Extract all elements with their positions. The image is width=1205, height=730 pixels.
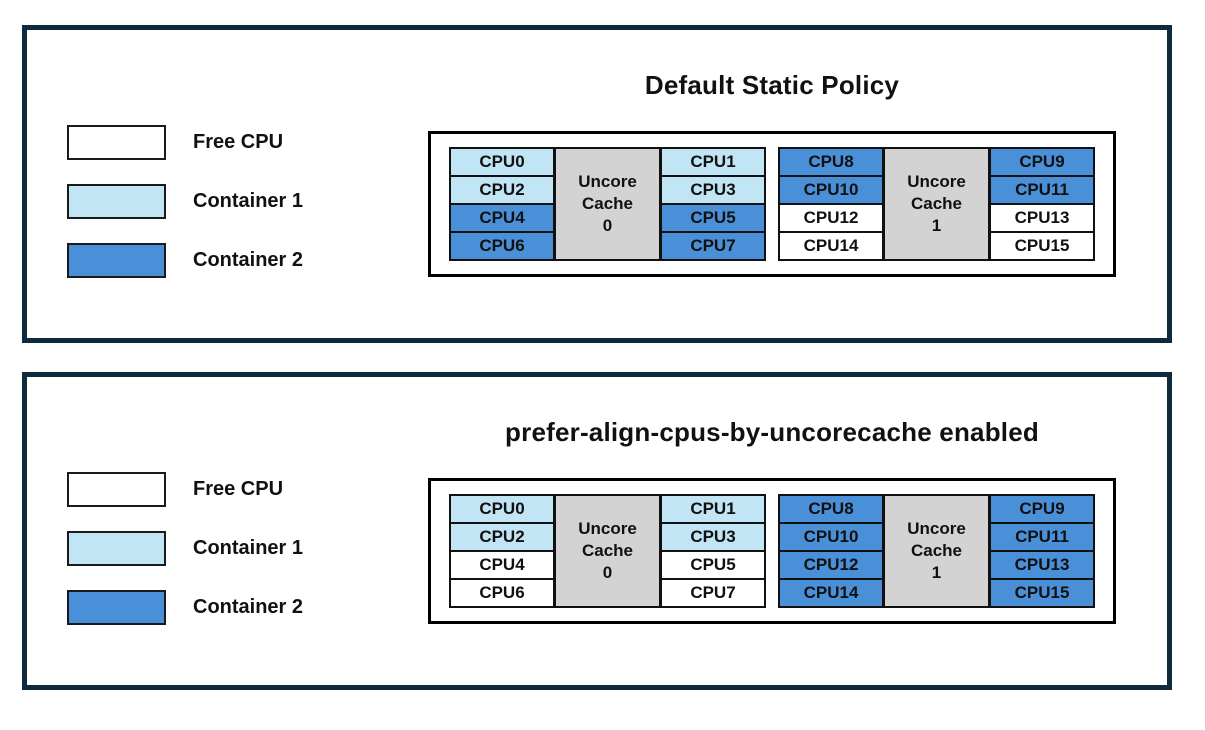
- cpu-column-right: CPU9 CPU11 CPU13 CPU15: [989, 494, 1095, 608]
- uncore-cache-0-box: Uncore Cache 0: [554, 147, 661, 261]
- cpu-topology-diagram: CPU0 CPU2 CPU4 CPU6 Uncore Cache 0 CPU1 …: [428, 131, 1116, 277]
- legend-label: Container 1: [193, 537, 304, 559]
- cpu-cell: CPU4: [449, 203, 555, 233]
- cpu-cell: CPU0: [449, 494, 555, 524]
- cpu-cell: CPU15: [989, 578, 1095, 608]
- legend-swatch-container1: [67, 184, 166, 219]
- legend-swatch-container2: [67, 590, 166, 625]
- cpu-cell: CPU6: [449, 578, 555, 608]
- cpu-cell: CPU7: [660, 231, 766, 261]
- cpu-column-right: CPU1 CPU3 CPU5 CPU7: [660, 147, 766, 261]
- cpu-column-right: CPU9 CPU11 CPU13 CPU15: [989, 147, 1095, 261]
- legend-label: Free CPU: [193, 131, 284, 153]
- legend-item-container1: Container 1: [67, 184, 303, 219]
- cpu-cell: CPU13: [989, 203, 1095, 233]
- cpu-cell: CPU7: [660, 578, 766, 608]
- legend-item-free-cpu: Free CPU: [67, 472, 303, 507]
- cpu-cell: CPU4: [449, 550, 555, 580]
- cpu-cell: CPU2: [449, 175, 555, 205]
- uncore-group-1: CPU8 CPU10 CPU12 CPU14 Uncore Cache 1 CP…: [778, 147, 1095, 261]
- cpu-cell: CPU9: [989, 494, 1095, 524]
- cpu-column-left: CPU8 CPU10 CPU12 CPU14: [778, 147, 884, 261]
- panel-default-static-policy: Default Static Policy Free CPU Container…: [22, 25, 1172, 343]
- panel-prefer-align-uncorecache: prefer-align-cpus-by-uncorecache enabled…: [22, 372, 1172, 690]
- legend-swatch-container2: [67, 243, 166, 278]
- cpu-cell: CPU14: [778, 231, 884, 261]
- panel-title: prefer-align-cpus-by-uncorecache enabled: [505, 417, 1039, 447]
- cpu-cell: CPU5: [660, 550, 766, 580]
- legend-swatch-free: [67, 125, 166, 160]
- legend-item-container1: Container 1: [67, 531, 303, 566]
- cpu-cell: CPU2: [449, 522, 555, 552]
- legend-label: Free CPU: [193, 478, 284, 500]
- cpu-cell: CPU1: [660, 147, 766, 177]
- uncore-group-1: CPU8 CPU10 CPU12 CPU14 Uncore Cache 1 CP…: [778, 494, 1095, 608]
- cpu-cell: CPU1: [660, 494, 766, 524]
- cpu-cell: CPU14: [778, 578, 884, 608]
- cpu-cell: CPU8: [778, 494, 884, 524]
- cpu-column-left: CPU0 CPU2 CPU4 CPU6: [449, 494, 555, 608]
- cpu-cell: CPU15: [989, 231, 1095, 261]
- legend-item-free-cpu: Free CPU: [67, 125, 303, 160]
- legend-label: Container 2: [193, 596, 304, 618]
- cpu-cell: CPU12: [778, 203, 884, 233]
- cpu-cell: CPU9: [989, 147, 1095, 177]
- cpu-cell: CPU8: [778, 147, 884, 177]
- cpu-cell: CPU10: [778, 175, 884, 205]
- panel-title: Default Static Policy: [644, 70, 900, 100]
- legend-label: Container 1: [193, 190, 304, 212]
- cpu-cell: CPU3: [660, 522, 766, 552]
- uncore-group-0: CPU0 CPU2 CPU4 CPU6 Uncore Cache 0 CPU1 …: [449, 147, 766, 261]
- cpu-cell: CPU3: [660, 175, 766, 205]
- legend: Free CPU Container 1 Container 2: [67, 125, 303, 302]
- cpu-column-left: CPU8 CPU10 CPU12 CPU14: [778, 494, 884, 608]
- cpu-cell: CPU10: [778, 522, 884, 552]
- cpu-cell: CPU5: [660, 203, 766, 233]
- cpu-cell: CPU0: [449, 147, 555, 177]
- cpu-cell: CPU12: [778, 550, 884, 580]
- cpu-cell: CPU6: [449, 231, 555, 261]
- uncore-cache-1-box: Uncore Cache 1: [883, 494, 990, 608]
- legend-label: Container 2: [193, 249, 304, 271]
- cpu-cell: CPU13: [989, 550, 1095, 580]
- cpu-cell: CPU11: [989, 175, 1095, 205]
- legend-item-container2: Container 2: [67, 590, 303, 625]
- cpu-column-right: CPU1 CPU3 CPU5 CPU7: [660, 494, 766, 608]
- legend-swatch-container1: [67, 531, 166, 566]
- cpu-column-left: CPU0 CPU2 CPU4 CPU6: [449, 147, 555, 261]
- uncore-cache-0-box: Uncore Cache 0: [554, 494, 661, 608]
- legend-item-container2: Container 2: [67, 243, 303, 278]
- cpu-topology-diagram: CPU0 CPU2 CPU4 CPU6 Uncore Cache 0 CPU1 …: [428, 478, 1116, 624]
- uncore-group-0: CPU0 CPU2 CPU4 CPU6 Uncore Cache 0 CPU1 …: [449, 494, 766, 608]
- legend-swatch-free: [67, 472, 166, 507]
- legend: Free CPU Container 1 Container 2: [67, 472, 303, 649]
- uncore-cache-1-box: Uncore Cache 1: [883, 147, 990, 261]
- cpu-cell: CPU11: [989, 522, 1095, 552]
